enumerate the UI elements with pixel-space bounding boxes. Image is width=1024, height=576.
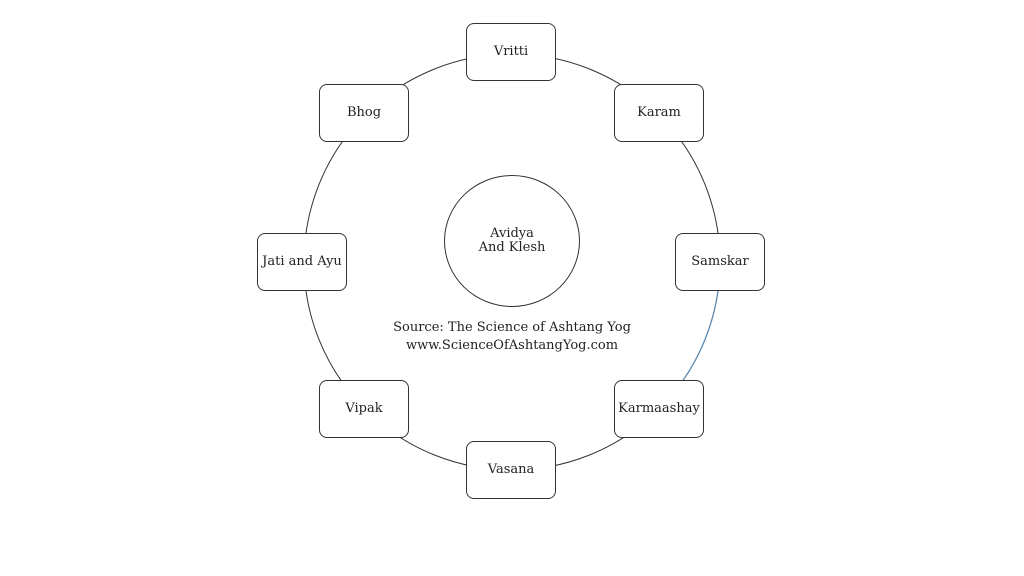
node-vasana[interactable]: Vasana	[466, 441, 556, 499]
center-node-line2: And Klesh	[478, 240, 546, 255]
node-samskar[interactable]: Samskar	[675, 233, 765, 291]
node-vipak[interactable]: Vipak	[319, 380, 409, 438]
node-vipak-label: Vipak	[345, 400, 383, 416]
source-credit: Source: The Science of Ashtang Yog www.S…	[362, 319, 662, 355]
node-vasana-label: Vasana	[487, 461, 535, 477]
center-node-avidya[interactable]: Avidya And Klesh	[444, 175, 580, 307]
node-jati-and-ayu-label: Jati and Ayu	[262, 253, 342, 269]
node-bhog[interactable]: Bhog	[319, 84, 409, 142]
node-karmaashay[interactable]: Karmaashay	[614, 380, 704, 438]
center-node-line1: Avidya	[490, 225, 534, 241]
node-karmaashay-label: Karmaashay	[618, 400, 700, 416]
source-credit-title: Source: The Science of Ashtang Yog	[393, 320, 631, 335]
node-jati-and-ayu[interactable]: Jati and Ayu	[257, 233, 347, 291]
node-bhog-label: Bhog	[346, 104, 382, 120]
node-karam-label: Karam	[637, 104, 681, 120]
source-credit-url: www.ScienceOfAshtangYog.com	[405, 338, 619, 353]
cycle-ring-highlight-segment	[675, 287, 720, 391]
node-vritti-label: Vritti	[493, 43, 529, 59]
node-karam[interactable]: Karam	[614, 84, 704, 142]
node-vritti[interactable]: Vritti	[466, 23, 556, 81]
node-samskar-label: Samskar	[691, 253, 749, 269]
